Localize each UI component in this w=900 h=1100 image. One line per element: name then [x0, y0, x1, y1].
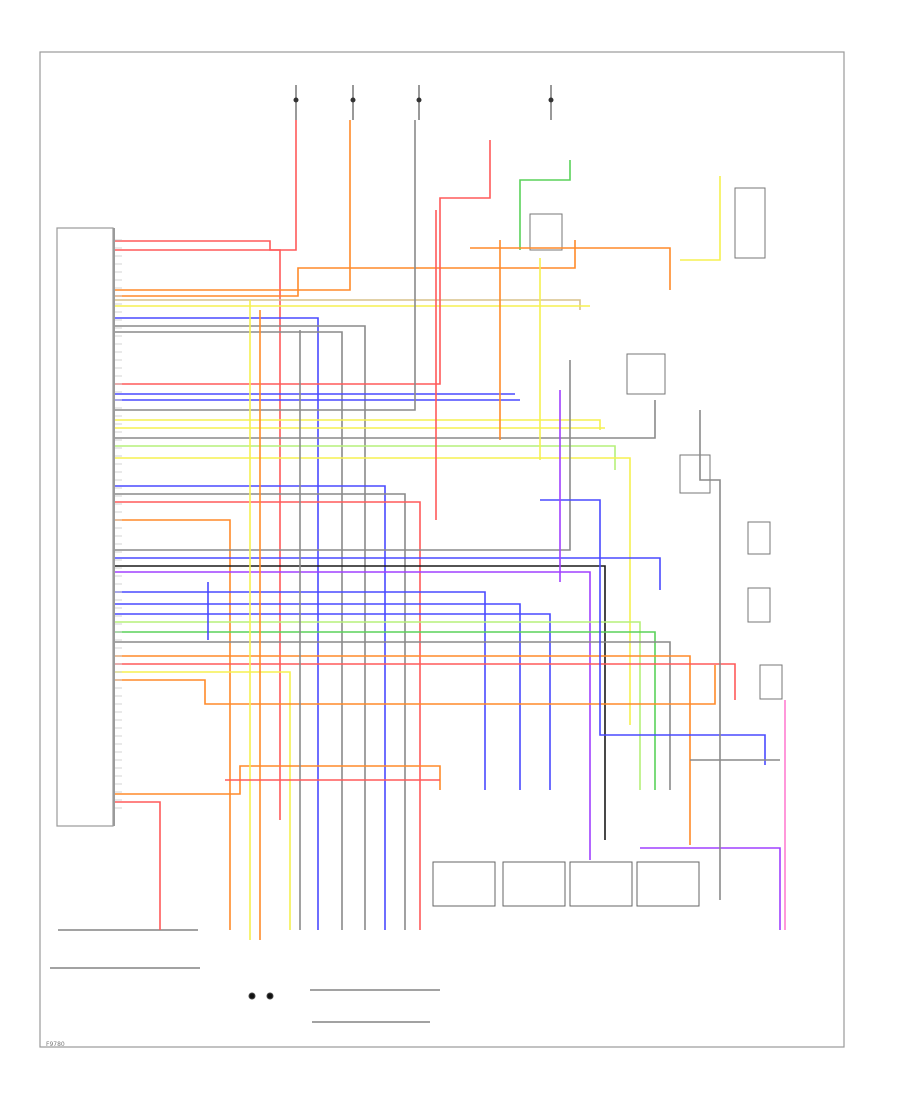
- wire-light_green-17: [115, 445, 616, 470]
- wire-yellow-14: [115, 419, 601, 430]
- wire-orange-33: [115, 655, 691, 845]
- wire-orange-22: [115, 519, 231, 930]
- wire-blue-27: [115, 591, 486, 790]
- wire-yellow-18: [115, 457, 631, 725]
- wire-orange-37: [115, 765, 441, 795]
- wire-blue-19: [115, 485, 386, 930]
- diagram-border: [39, 51, 845, 1048]
- wire-orange-36: [115, 665, 716, 705]
- wire-green-43: [519, 160, 571, 250]
- wire-violet-26: [115, 571, 591, 860]
- wire-light_green-30: [115, 621, 641, 790]
- wire-gray-9: [115, 331, 343, 930]
- wire-red-38: [115, 801, 161, 930]
- wire-gray-23: [115, 360, 571, 551]
- top-power-feeds: [293, 85, 554, 120]
- wire-yellow-44: [680, 176, 721, 261]
- bottom-connectors: [50, 929, 440, 1023]
- wire-yellow-35: [115, 671, 291, 930]
- wire-orange-3: [115, 120, 351, 291]
- wire-orange-4: [115, 240, 576, 297]
- wire-violet-42: [640, 847, 781, 930]
- wire-gray-20: [115, 493, 406, 930]
- wire-black-25: [115, 565, 606, 840]
- control-module-outline: [56, 227, 114, 827]
- wire-blue-40: [540, 499, 766, 765]
- wire-red-34: [115, 663, 736, 700]
- wire-gray-16: [115, 400, 656, 439]
- wire-red-21: [115, 501, 421, 930]
- control-module-pin-edge: [113, 228, 115, 826]
- wire-green-31: [115, 631, 656, 790]
- wire-red-1: [115, 120, 297, 251]
- wire-blue-24: [115, 557, 661, 590]
- wire-red-10: [115, 140, 491, 385]
- wire-gray-13: [115, 120, 416, 411]
- wire-blue-7: [115, 317, 319, 930]
- injector-blocks: [432, 861, 700, 907]
- figure-code: F9780: [46, 1041, 65, 1048]
- wire-tan-5: [115, 299, 581, 310]
- wire-red-2: [115, 249, 281, 820]
- relay-components: [529, 187, 783, 700]
- wire-orange-45: [470, 247, 671, 290]
- pin-labels: [115, 239, 122, 809]
- wire-gray-8: [115, 325, 366, 930]
- wire-gray-52: [699, 410, 721, 900]
- wire-harness: [115, 120, 786, 940]
